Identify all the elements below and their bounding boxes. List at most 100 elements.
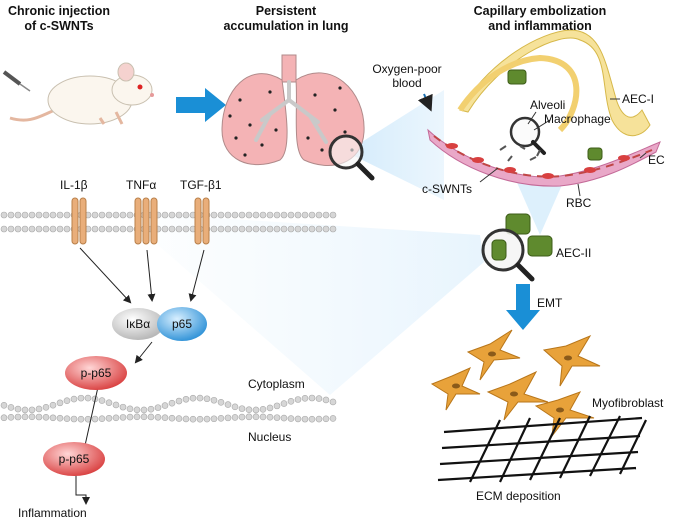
membrane-bead: [266, 211, 274, 219]
membrane-bead: [322, 211, 330, 219]
membrane-bead: [0, 225, 8, 233]
ikba-label: IκBα: [125, 317, 151, 331]
membrane-bead: [287, 398, 295, 405]
pp65-cytoplasm-label: p-p65: [80, 366, 112, 380]
membrane-bead: [112, 225, 120, 233]
membrane-bead: [147, 413, 155, 421]
membrane-bead: [35, 413, 43, 421]
membrane-bead: [42, 404, 50, 411]
label-emt: EMT: [537, 296, 563, 310]
membrane-bead: [238, 413, 246, 421]
membrane-bead: [98, 415, 106, 422]
membrane-bead: [210, 415, 218, 423]
membrane-bead: [91, 415, 99, 423]
membrane-bead: [154, 404, 162, 411]
label-oxygen-line1: Oxygen-poor: [372, 62, 442, 76]
membrane-bead: [252, 406, 260, 414]
membrane-bead: [287, 225, 295, 233]
membrane-bead: [126, 225, 134, 233]
membrane-bead: [329, 398, 337, 406]
membrane-bead: [49, 401, 57, 409]
membrane-bead: [21, 225, 29, 233]
membrane-bead: [154, 413, 162, 421]
zoom-beam-aec2: [515, 178, 565, 235]
membrane-bead: [329, 225, 337, 233]
membrane-bead: [301, 395, 309, 402]
membrane-bead: [266, 404, 274, 412]
membrane-bead: [322, 396, 330, 404]
membrane-bead: [7, 414, 15, 421]
membrane-bead: [21, 406, 29, 414]
header-injection-line2: of c-SWNTs: [24, 19, 94, 33]
membrane-bead: [273, 225, 281, 233]
label-tnfa: TNFα: [126, 178, 157, 192]
membrane-bead: [21, 413, 29, 421]
membrane-bead: [224, 225, 232, 233]
header-injection: Chronic injection of c-SWNTs: [0, 4, 118, 34]
header-capillary-line2: and inflammation: [488, 19, 592, 33]
membrane-bead: [322, 415, 330, 423]
header-capillary: Capillary embolization and inflammation: [450, 4, 630, 34]
header-injection-line1: Chronic injection: [7, 4, 111, 18]
membrane-bead: [161, 211, 169, 219]
membrane-bead: [21, 211, 29, 219]
membrane-bead: [161, 402, 169, 409]
membrane-bead: [42, 211, 50, 219]
label-aec1: AEC-I: [622, 92, 655, 106]
membrane-bead: [14, 225, 22, 233]
membrane-bead: [210, 225, 218, 233]
membrane-bead: [28, 413, 36, 421]
membrane-bead: [245, 406, 253, 414]
membrane-bead: [315, 395, 323, 402]
membrane-bead: [119, 403, 127, 411]
membrane-bead: [329, 415, 337, 422]
membrane-bead: [196, 415, 204, 423]
membrane-bead: [63, 225, 71, 233]
membrane-bead: [140, 406, 148, 414]
membrane-bead: [42, 225, 50, 233]
membrane-bead: [161, 414, 169, 421]
membrane-bead: [287, 211, 295, 219]
label-rbc: RBC: [566, 196, 592, 210]
membrane-bead: [252, 413, 260, 421]
header-accumulation-line1: Persistent: [255, 4, 317, 18]
membrane-bead: [329, 211, 337, 219]
membrane-bead: [175, 415, 183, 422]
label-inflammation: Inflammation: [18, 506, 87, 520]
membrane-bead: [196, 394, 204, 402]
label-aec2: AEC-II: [556, 246, 592, 260]
membrane-bead: [70, 415, 78, 423]
membrane-bead: [126, 211, 134, 219]
membrane-bead: [98, 211, 106, 219]
membrane-bead: [259, 211, 267, 219]
membrane-bead: [0, 414, 8, 422]
membrane-bead: [119, 225, 127, 233]
membrane-bead: [49, 414, 57, 422]
capillary-illustration: [417, 29, 661, 197]
membrane-bead: [56, 211, 64, 219]
membrane-bead: [98, 225, 106, 233]
membrane-bead: [322, 225, 330, 233]
membrane-bead: [91, 211, 99, 219]
label-nucleus: Nucleus: [248, 430, 292, 444]
membrane-bead: [245, 225, 253, 233]
membrane-bead: [231, 414, 239, 421]
membrane-bead: [231, 225, 239, 233]
label-c-swnts: c-SWNTs: [422, 182, 472, 196]
membrane-bead: [63, 211, 71, 219]
p65-pill: [157, 307, 207, 341]
membrane-bead: [245, 211, 253, 219]
nuclear-membrane: [0, 394, 337, 423]
membrane-bead: [182, 225, 190, 233]
membrane-bead: [168, 211, 176, 219]
membrane-bead: [308, 211, 316, 219]
membrane-bead: [273, 211, 281, 219]
ikba-pill: [112, 308, 164, 340]
membrane-bead: [315, 225, 323, 233]
membrane-bead: [280, 211, 288, 219]
membrane-bead: [49, 225, 57, 233]
membrane-bead: [105, 211, 113, 219]
aec2-illustration: [481, 213, 553, 282]
membrane-bead: [0, 402, 8, 409]
